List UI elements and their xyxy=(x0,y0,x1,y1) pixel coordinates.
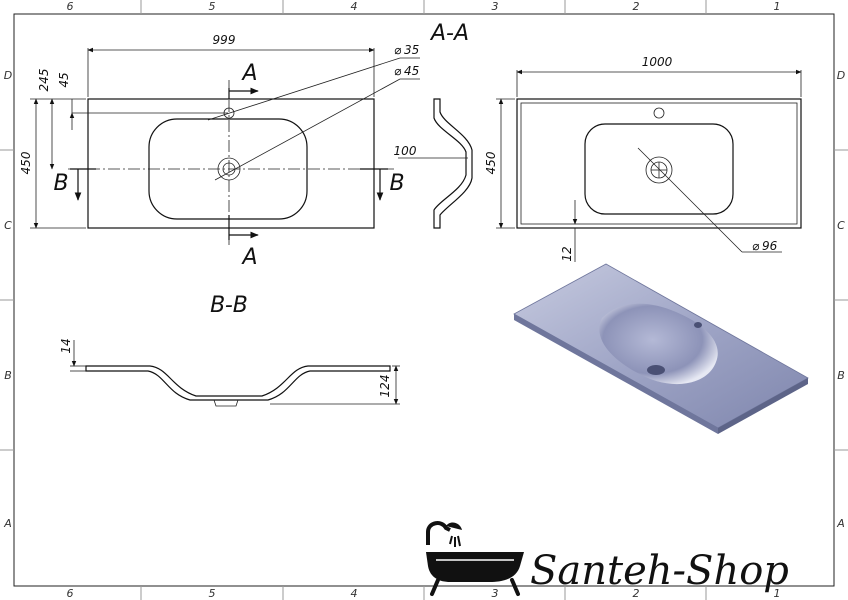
cut-b-left-label: B xyxy=(53,171,68,196)
zone-top-1: 1 xyxy=(774,0,781,13)
dim-14-label: 14 xyxy=(59,338,73,353)
zone-bottom-5: 5 xyxy=(209,587,216,600)
dia-96-label: 96 xyxy=(762,239,778,253)
dim-999-label: 999 xyxy=(213,33,236,47)
profile-aa xyxy=(433,98,473,229)
dim-450-right-label: 450 xyxy=(484,151,498,174)
dim-245-label: 245 xyxy=(37,69,51,92)
leader-dia-35 xyxy=(207,57,401,121)
zone-top-2: 2 xyxy=(633,0,640,13)
zone-bottom-6: 6 xyxy=(67,587,74,600)
drawing-frame xyxy=(13,13,835,587)
zone-right-b: B xyxy=(837,369,845,382)
dia-35-label: 35 xyxy=(404,43,419,57)
zone-right-a: A xyxy=(836,517,845,530)
zone-top-6: 6 xyxy=(67,0,74,13)
bathtub-logo-icon xyxy=(426,521,524,596)
dim-12-label: 12 xyxy=(560,246,574,261)
cut-a-bottom-label: A xyxy=(240,245,257,270)
sink-3d-render xyxy=(513,263,809,434)
zone-top-4: 4 xyxy=(351,0,358,13)
brand-name: Santeh-Shop xyxy=(530,548,789,594)
zone-bottom-2: 2 xyxy=(633,587,640,600)
zone-right-d: D xyxy=(837,69,845,82)
cut-b-right-label: B xyxy=(389,171,404,196)
dia-45-label: 45 xyxy=(404,64,419,78)
section-bb-title: B-B xyxy=(210,293,248,318)
top-view xyxy=(516,98,802,229)
dia-35-symbol: ⌀ xyxy=(394,43,402,57)
dim-124-label: 124 xyxy=(378,375,392,398)
zone-left-c: C xyxy=(4,219,12,232)
zone-top-3: 3 xyxy=(492,0,499,13)
zone-left-d: D xyxy=(4,69,12,82)
profile-bb xyxy=(85,365,391,401)
leader-dia-45 xyxy=(214,78,401,181)
dim-1000-label: 1000 xyxy=(642,55,673,69)
dim-45-label: 45 xyxy=(57,72,71,87)
dia-96-symbol: ⌀ xyxy=(752,239,760,253)
zone-bottom-4: 4 xyxy=(351,587,358,600)
zone-bottom-3: 3 xyxy=(492,587,499,600)
dim-450-left-label: 450 xyxy=(19,151,33,174)
drain-bb xyxy=(213,399,239,407)
front-view xyxy=(68,80,394,245)
section-aa-title: A-A xyxy=(429,21,469,46)
dia-45-symbol: ⌀ xyxy=(394,64,402,78)
leader-dia-96 xyxy=(637,147,743,253)
zone-left-a: A xyxy=(3,517,12,530)
zone-left-b: B xyxy=(4,369,12,382)
zone-bottom-1: 1 xyxy=(774,587,781,600)
cut-a-top-label: A xyxy=(240,61,257,86)
zone-top-5: 5 xyxy=(209,0,216,13)
dim-100-label: 100 xyxy=(394,144,417,158)
zone-right-c: C xyxy=(837,219,845,232)
